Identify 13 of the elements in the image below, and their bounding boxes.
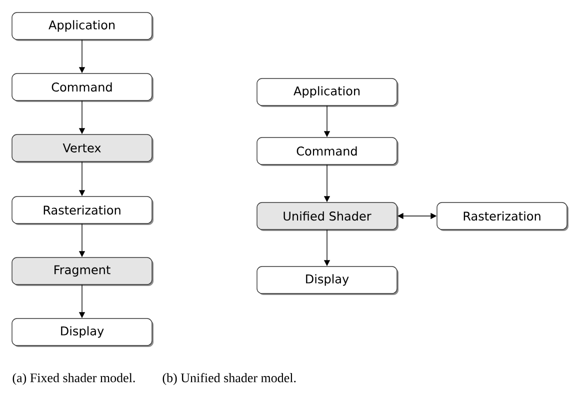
process-box: Command xyxy=(12,73,154,102)
process-box: Rasterization xyxy=(436,202,568,231)
process-box: Command xyxy=(256,137,398,166)
process-box: Display xyxy=(12,318,154,347)
process-box: Unified Shader xyxy=(256,202,398,231)
process-box: Vertex xyxy=(12,134,154,163)
process-box: Application xyxy=(256,78,398,107)
caption: (a) Fixed shader model. xyxy=(12,373,135,385)
process-box: Display xyxy=(256,266,398,295)
process-box: Application xyxy=(12,12,154,41)
caption: (b) Unified shader model. xyxy=(162,373,296,385)
process-box: Fragment xyxy=(12,257,154,286)
process-box: Rasterization xyxy=(12,196,154,225)
